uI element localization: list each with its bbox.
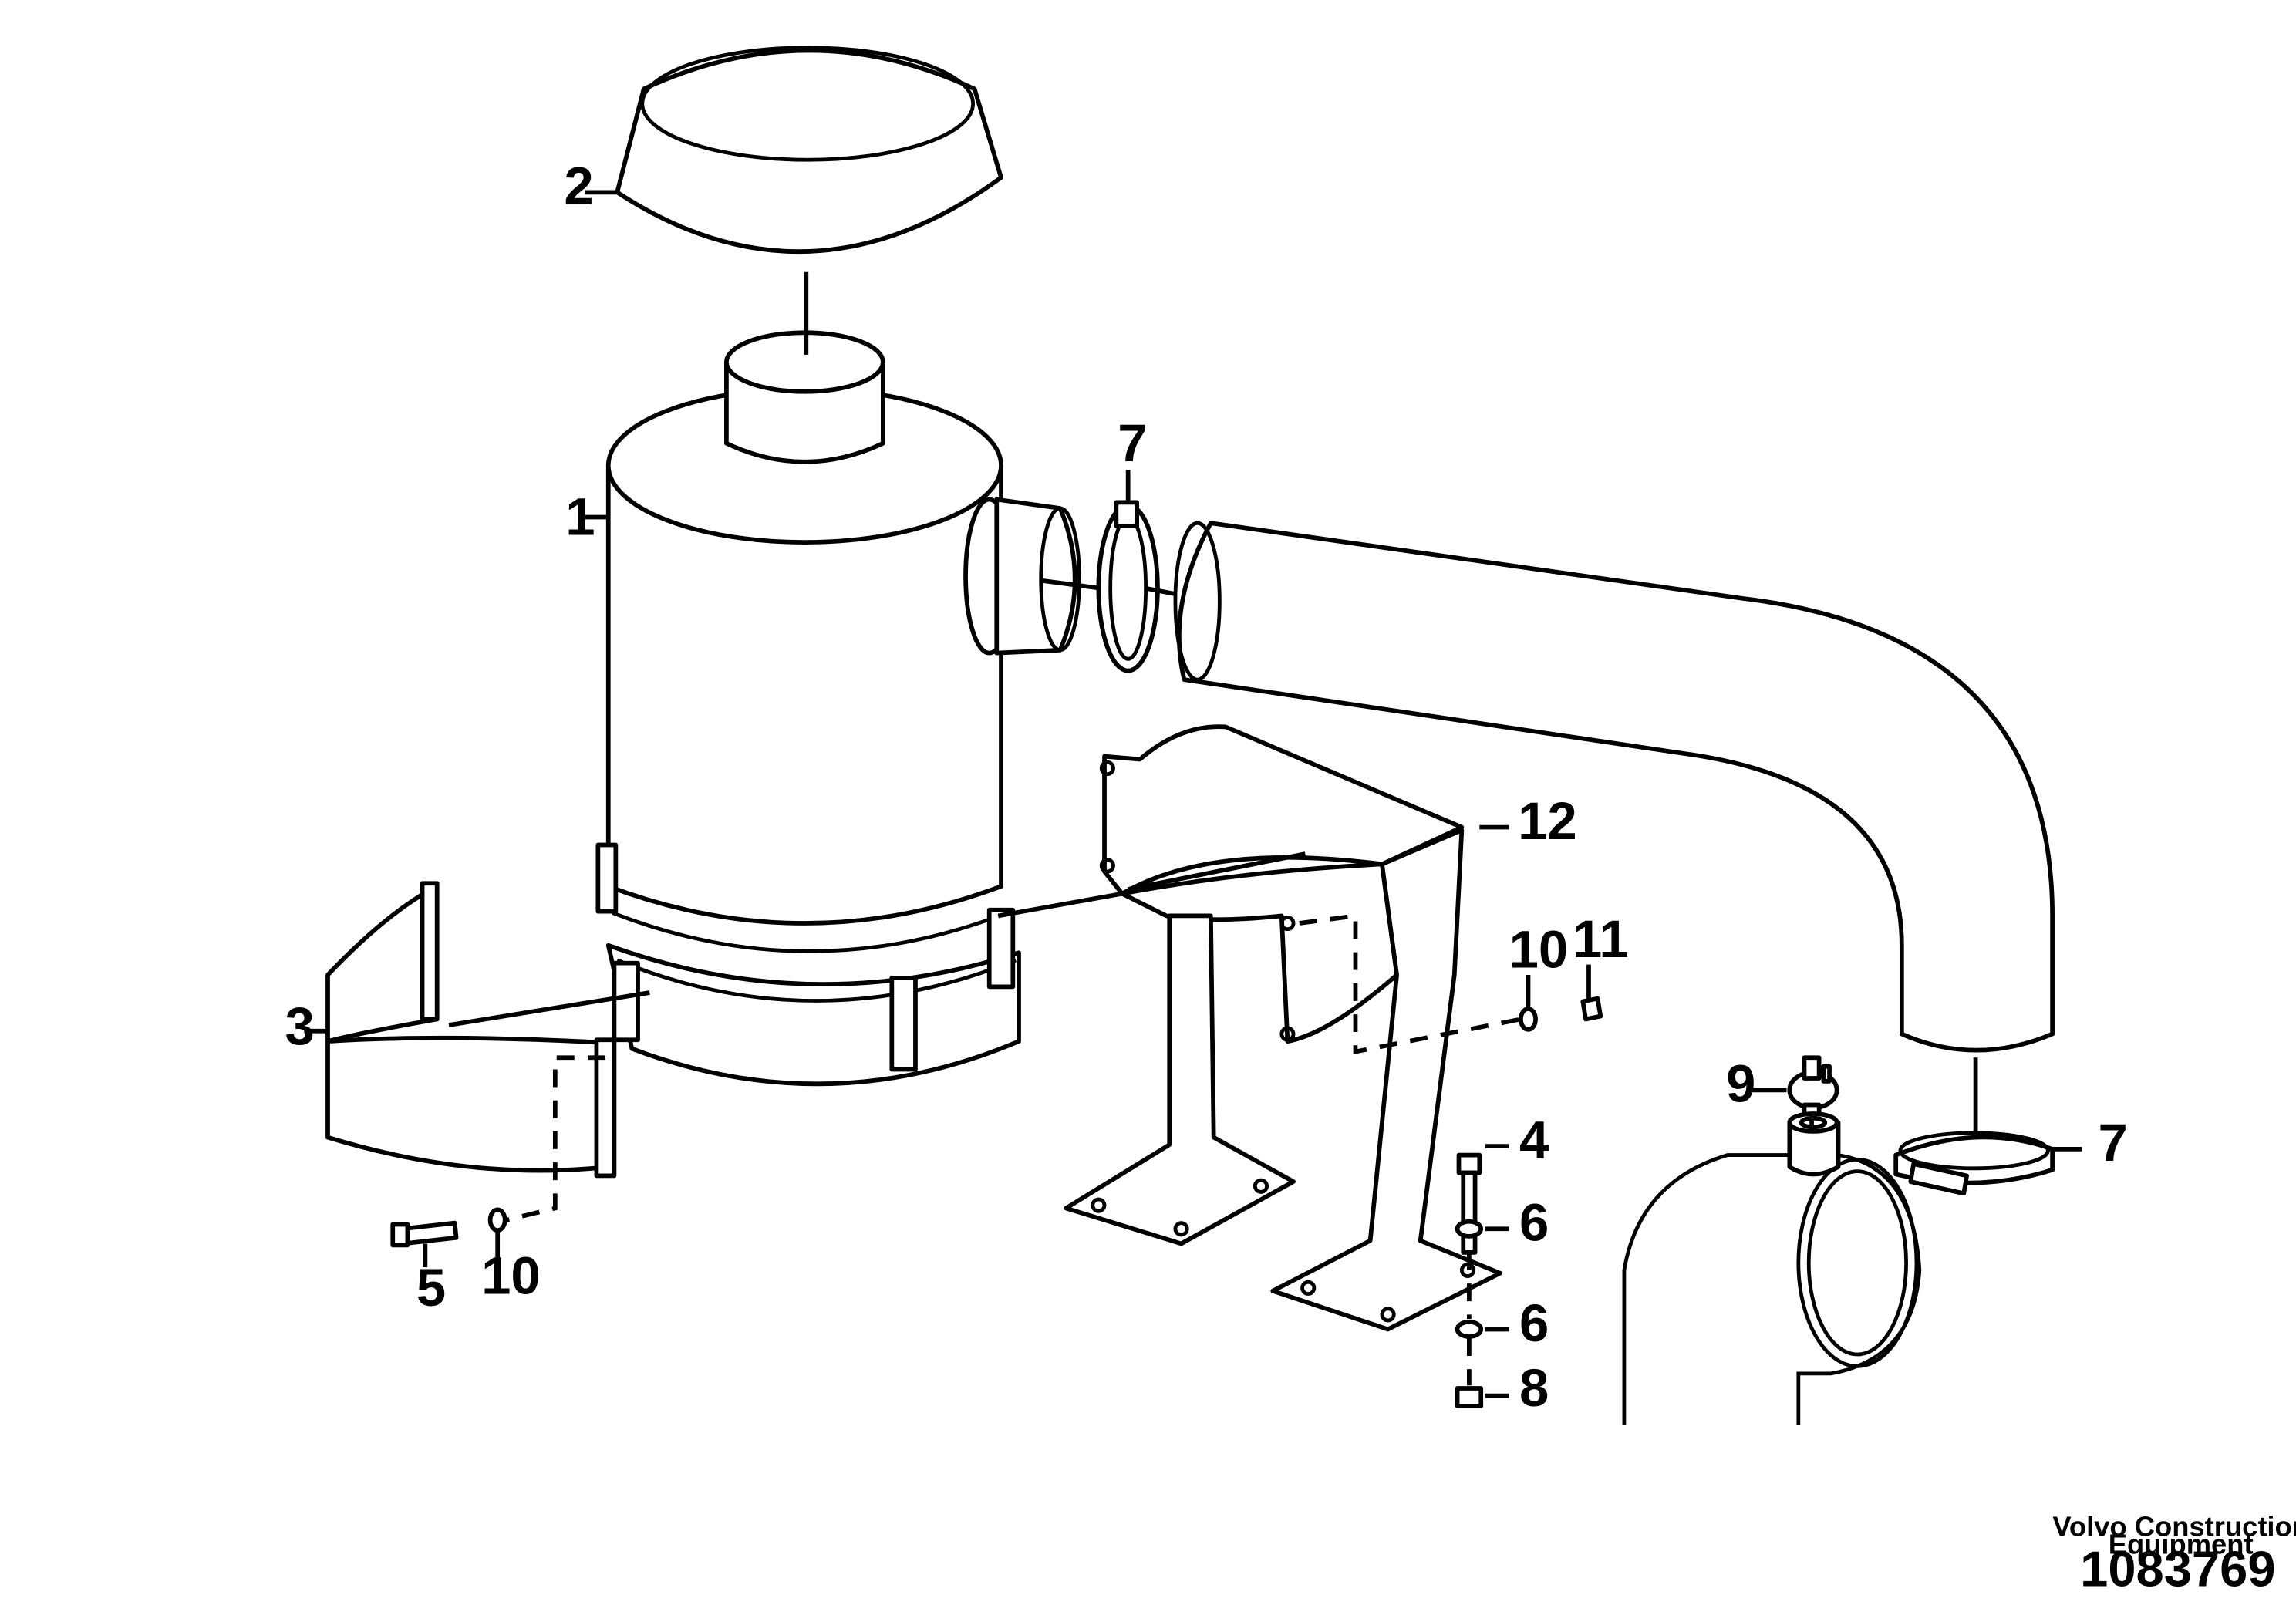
intake-pipe [1173,521,2055,1053]
callout-3: 3 [285,996,314,1056]
company-name-line2: Equipment [2109,1528,2254,1560]
callout-7a: 7 [1118,413,1147,473]
callout-5: 5 [416,1258,446,1317]
company-name-line1: Volvo Construction [2052,1511,2296,1543]
callout-7b: 7 [2098,1113,2127,1172]
callout-1: 1 [565,487,595,546]
callout-4: 4 [1519,1110,1549,1169]
washer-bracket [1519,1007,1538,1032]
assembly-lines [505,913,1522,1386]
callout-11: 11 [1573,909,1629,969]
callouts: 1 2 3 4 5 6 6 7 7 8 9 10 10 11 12 [285,157,2127,1418]
air-cleaner [595,330,1081,1087]
callout-10a: 10 [481,1246,541,1306]
washer-strap [487,1207,507,1233]
callout-6b: 6 [1519,1293,1549,1353]
nut-bracket [1580,996,1603,1022]
bolt-strap [390,1220,459,1248]
footer: Volvo Construction Equipment 1083769 [2052,1511,2296,1597]
washer-upper [1455,1219,1484,1239]
drawing-number: 1083769 [2080,1541,2275,1597]
callout-6a: 6 [1519,1193,1549,1253]
precleaner-cap [615,46,1003,254]
turbo-inlet [1622,1111,1922,1425]
callout-9: 9 [1726,1054,1755,1114]
washer-lower [1455,1320,1484,1339]
callout-10b: 10 [1509,919,1569,979]
restriction-sensor [1787,1055,1839,1122]
callout-2: 2 [564,157,593,216]
mounting-bracket [1064,724,1502,1332]
hose-clamp-lower [1893,1131,2055,1196]
callout-12: 12 [1518,791,1577,851]
leader-lines [304,190,2082,1398]
callout-8: 8 [1519,1358,1549,1418]
nut [1455,1386,1484,1408]
strap [325,881,617,1179]
hose-clamp-upper [1096,500,1160,673]
